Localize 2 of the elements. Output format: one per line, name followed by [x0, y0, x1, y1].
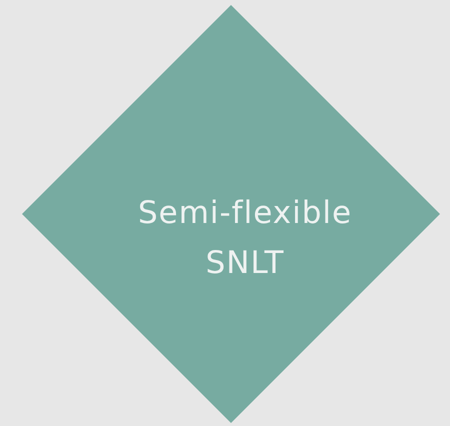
diamond-shape [22, 5, 440, 423]
node-label: Semi-flexible SNLT [136, 194, 354, 283]
